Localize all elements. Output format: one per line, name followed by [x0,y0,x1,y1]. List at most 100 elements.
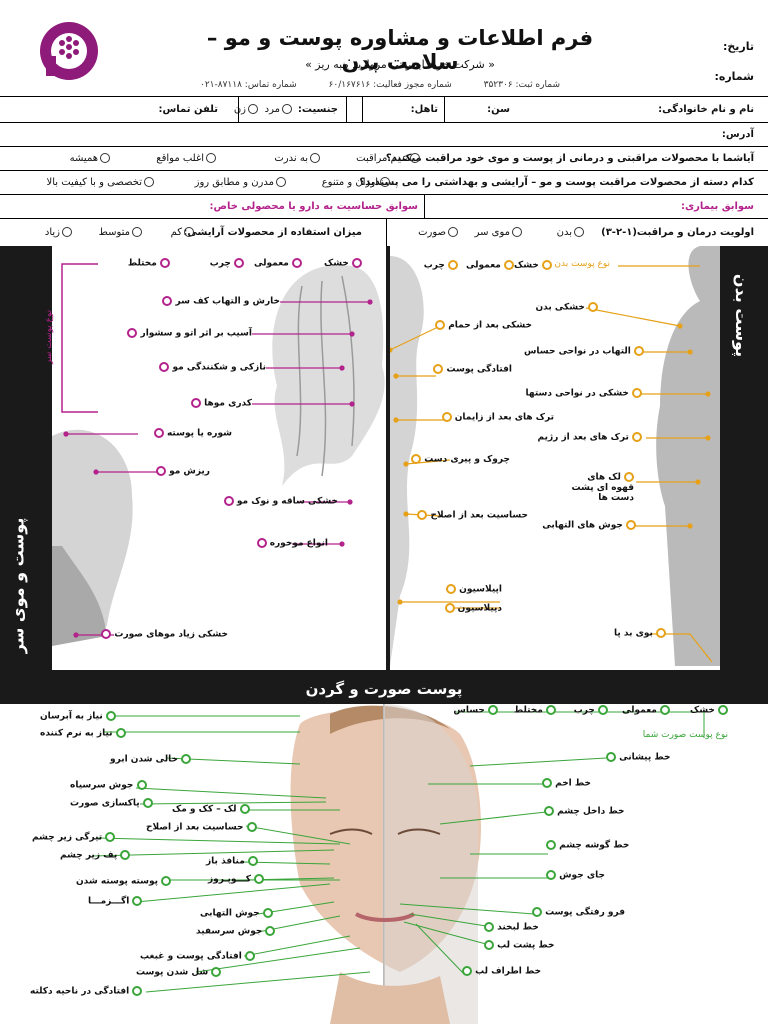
face-wrinkle-item[interactable]: خط لبخند [484,922,539,933]
option-circle-icon[interactable] [161,876,172,886]
option-circle-icon[interactable] [191,398,202,408]
option-circle-icon[interactable] [718,705,728,715]
option-circle-icon[interactable] [542,260,552,270]
body-item[interactable]: التهاب در نواحی حساس [524,346,644,357]
radio-icon[interactable] [184,227,194,237]
body-skin-type-oily[interactable]: چرب [424,260,458,271]
hair-item[interactable]: خشکی زیاد موهای صورت [101,629,228,640]
option-circle-icon[interactable] [120,850,131,860]
body-item[interactable]: جوش های التهابی [542,520,636,531]
option-circle-icon[interactable] [656,628,666,638]
face-item[interactable]: پف زیر چشم [60,850,131,861]
usage-option-medium[interactable]: متوسط [99,227,144,238]
option-circle-icon[interactable] [153,428,164,438]
option-circle-icon[interactable] [352,258,362,268]
option-circle-icon[interactable] [598,705,608,715]
face-wrinkle-item[interactable]: خط پشت لب [484,940,555,951]
scalp-type-combination[interactable]: مختلط [128,258,170,269]
preference-option-modern[interactable]: مدرن و مطابق روز [195,177,288,188]
usage-option-high[interactable]: زیاد [45,227,74,238]
scalp-type-oily[interactable]: چرب [210,258,244,269]
face-item[interactable]: خالی شدن ابرو [110,754,192,765]
option-circle-icon[interactable] [504,260,514,270]
body-item[interactable]: ترک های بعد از زایمان [441,412,554,423]
face-item[interactable]: حساسیت بعد از اصلاح [146,822,257,833]
face-skin-type-sensitive[interactable]: حساس [453,705,498,716]
hair-item[interactable]: انواع موخوره [256,538,328,549]
body-skin-type-dry[interactable]: خشک [514,260,552,271]
face-skin-type-dry[interactable]: خشک [690,705,728,716]
face-wrinkle-item[interactable]: خط داخل چشم [544,806,624,817]
option-circle-icon[interactable] [246,822,257,832]
gender-female-option[interactable]: زن [234,104,260,115]
option-circle-icon[interactable] [162,296,173,306]
face-item[interactable]: شل شدن پوست [136,967,222,978]
option-circle-icon[interactable] [441,412,452,422]
option-circle-icon[interactable] [488,705,498,715]
preference-option-cheap[interactable]: ارزان و متنوع [322,177,392,188]
face-wrinkle-item[interactable]: جای جوش [546,870,605,881]
option-circle-icon[interactable] [588,302,598,312]
option-circle-icon[interactable] [484,922,494,932]
option-circle-icon[interactable] [136,780,147,790]
face-item[interactable]: نیاز به آبرسان [40,711,116,722]
hair-item[interactable]: نازکی و شکنندگی مو [159,362,266,373]
option-circle-icon[interactable] [239,804,250,814]
option-circle-icon[interactable] [292,258,302,268]
preference-option-specialized[interactable]: تخصصی و با کیفیت بالا [47,177,157,188]
body-item[interactable]: لک های قهوه ای پشت دست ها [571,472,634,503]
option-circle-icon[interactable] [546,705,556,715]
option-circle-icon[interactable] [544,806,554,816]
option-circle-icon[interactable] [262,908,273,918]
body-item[interactable]: چروک و پیری دست [411,454,510,465]
scalp-type-normal[interactable]: معمولی [254,258,302,269]
care-option-often[interactable]: اغلب مواقع [156,153,218,164]
option-circle-icon[interactable] [247,856,258,866]
face-wrinkle-item[interactable]: خط اطراف لب [462,966,541,977]
face-item[interactable]: لک – کک و مک [172,804,250,815]
hair-item[interactable]: ریزش مو [155,466,210,477]
radio-icon[interactable] [276,177,286,187]
option-circle-icon[interactable] [606,752,616,762]
radio-icon[interactable] [206,153,216,163]
radio-icon[interactable] [448,227,458,237]
radio-icon[interactable] [62,227,72,237]
option-circle-icon[interactable] [542,778,552,788]
hair-item[interactable]: آسیب بر اثر اتو و سشوار [127,328,252,339]
option-circle-icon[interactable] [234,258,244,268]
body-item[interactable]: خشکی بعد از حمام [435,320,532,331]
hair-item[interactable]: کدری موها [191,398,252,409]
body-item[interactable]: خشکی بدن [535,302,598,313]
body-item[interactable]: حساسیت بعد از اصلاح [417,510,528,521]
gender-male-option[interactable]: مرد [265,104,294,115]
body-skin-type-normal[interactable]: معمولی [466,260,514,271]
face-item[interactable]: نیاز به نرم کننده [40,728,126,739]
body-item[interactable]: دپیلاسیون [444,603,502,614]
body-item[interactable]: افتادگی پوست [433,364,512,375]
option-circle-icon[interactable] [211,967,222,977]
radio-icon[interactable] [410,153,420,163]
option-circle-icon[interactable] [632,388,642,398]
care-option-always[interactable]: همیشه [70,153,112,164]
radio-icon[interactable] [512,227,522,237]
body-item[interactable]: خشکی در نواحی دستها [526,388,642,399]
radio-icon[interactable] [144,177,154,187]
face-wrinkle-item[interactable]: خط اخم [542,778,591,789]
option-circle-icon[interactable] [159,362,170,372]
radio-icon[interactable] [574,227,584,237]
option-circle-icon[interactable] [132,896,143,906]
face-skin-type-oily[interactable]: چرب [574,705,608,716]
option-circle-icon[interactable] [433,364,444,374]
face-item[interactable]: جوش التهابی [200,908,273,919]
option-circle-icon[interactable] [105,711,116,721]
face-item[interactable]: افتادگی پوست و غبغب [140,951,255,962]
option-circle-icon[interactable] [484,940,494,950]
option-circle-icon[interactable] [265,926,276,936]
option-circle-icon[interactable] [660,705,670,715]
body-item[interactable]: بوی بد پا [614,628,666,639]
option-circle-icon[interactable] [105,832,116,842]
option-circle-icon[interactable] [101,629,112,639]
face-wrinkle-item[interactable]: فرو رفتگی پوست [532,907,625,918]
radio-icon[interactable] [100,153,110,163]
hair-item[interactable]: شوره یا پوسته [153,428,232,439]
